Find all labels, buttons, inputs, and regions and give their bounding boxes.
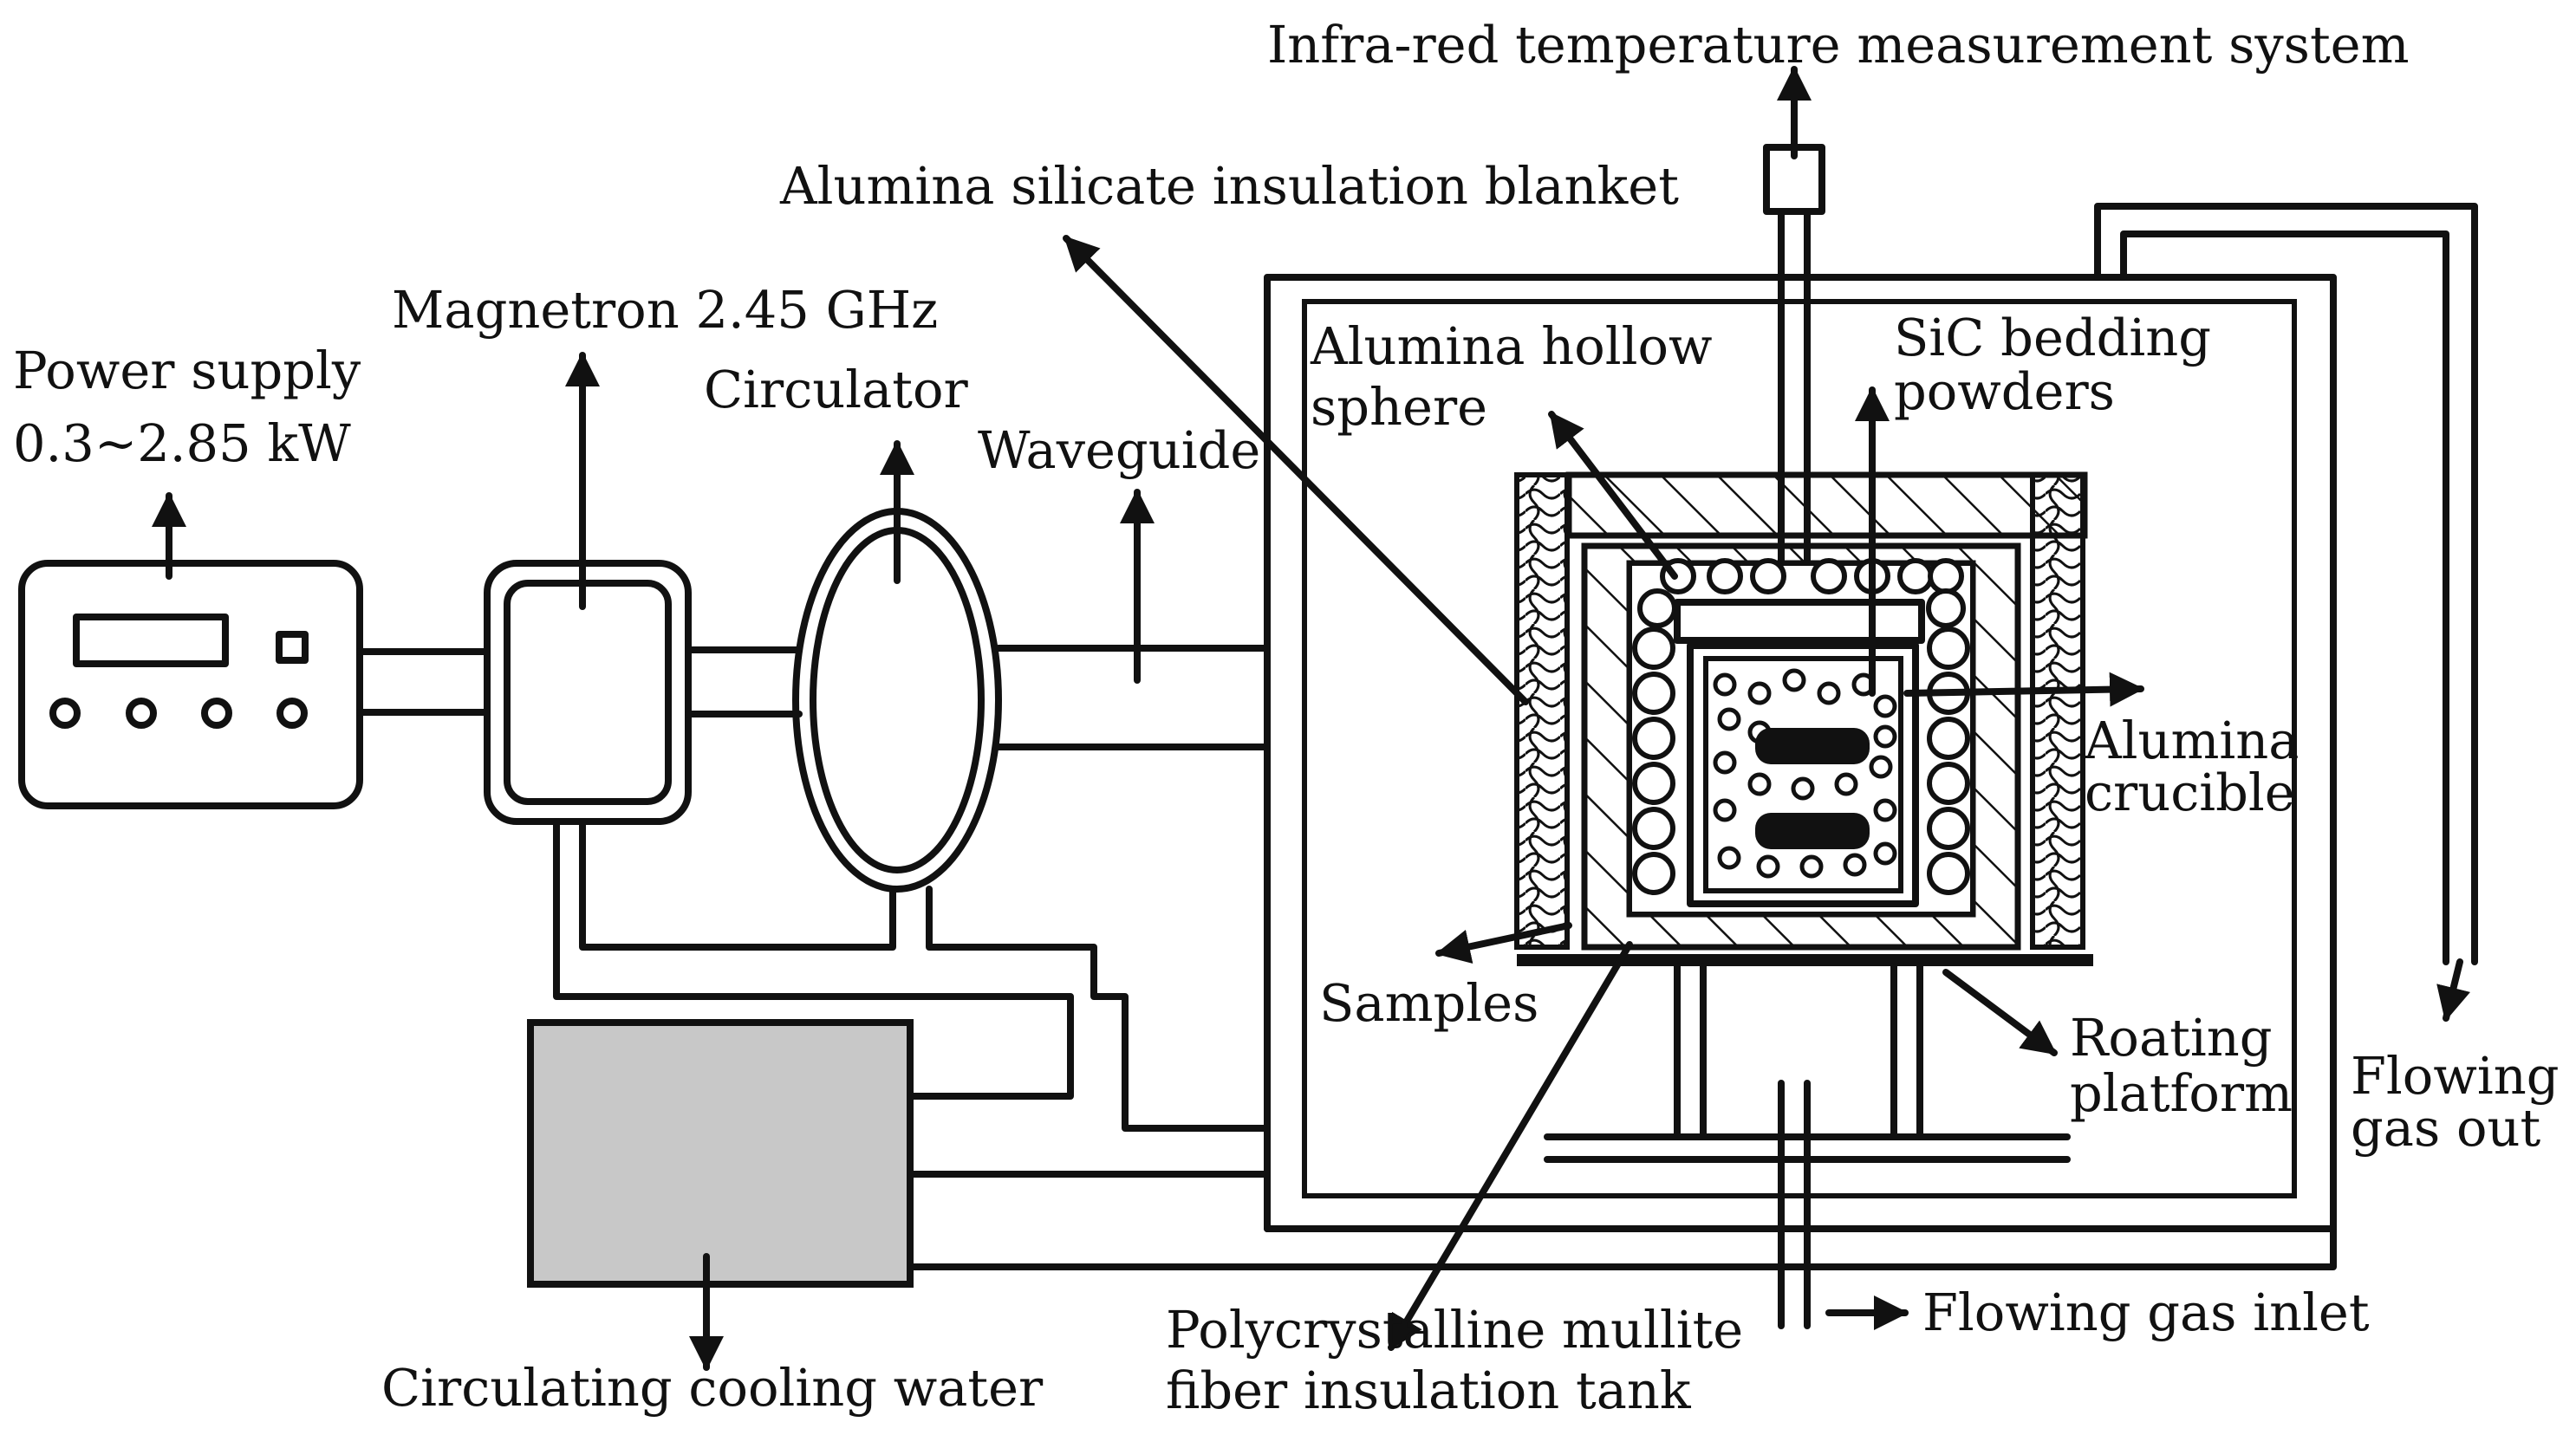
label-cooling-water: Circulating cooling water bbox=[381, 1358, 1044, 1418]
magnetron-unit bbox=[484, 352, 692, 825]
label-crucible-1: Alumina bbox=[2084, 711, 2299, 770]
rotating-platform bbox=[1517, 954, 2093, 1163]
crucible-lid bbox=[1674, 599, 1925, 644]
label-gas-out-2: gas out bbox=[2351, 1098, 2540, 1158]
label-platform-1: Roating bbox=[2070, 1008, 2272, 1068]
label-samples: Samples bbox=[1319, 973, 1538, 1033]
label-crucible-2: crucible bbox=[2085, 763, 2295, 822]
label-mullite-tank-1: Polycrystalline mullite bbox=[1166, 1300, 1743, 1360]
power-supply-unit bbox=[18, 492, 363, 809]
label-hollow-sphere-2: sphere bbox=[1311, 377, 1487, 437]
alumina-crucible bbox=[1687, 642, 1919, 907]
fiber-blanket-left bbox=[1514, 472, 1570, 950]
label-circulator: Circulator bbox=[704, 360, 969, 419]
label-infrared-system: Infra-red temperature measurement system bbox=[1267, 15, 2410, 75]
label-mullite-tank-2: fiber insulation tank bbox=[1166, 1360, 1692, 1420]
insulation-tank bbox=[1514, 471, 2088, 951]
sample-upper bbox=[1755, 728, 1870, 764]
label-gas-inlet: Flowing gas inlet bbox=[1922, 1282, 2370, 1342]
label-gas-out-1: Flowing bbox=[2351, 1046, 2559, 1106]
circulator-unit bbox=[792, 440, 1002, 893]
label-power-range: 0.3~2.85 kW bbox=[13, 413, 351, 473]
label-power-supply: Power supply bbox=[13, 341, 361, 400]
label-waveguide: Waveguide bbox=[978, 420, 1260, 480]
label-magnetron: Magnetron 2.45 GHz bbox=[392, 280, 938, 340]
label-sic-powders-2: powders bbox=[1894, 361, 2115, 421]
power-switch-icon bbox=[276, 631, 309, 664]
sample-lower bbox=[1755, 813, 1870, 849]
tank-lid bbox=[1565, 471, 2088, 539]
label-sic-powders-1: SiC bedding bbox=[1894, 308, 2211, 367]
leader-arrows bbox=[1063, 235, 2144, 1351]
label-platform-2: platform bbox=[2070, 1063, 2293, 1123]
label-insulation-blanket: Alumina silicate insulation blanket bbox=[779, 156, 1679, 216]
fiber-blanket-right bbox=[2030, 472, 2085, 950]
power-display bbox=[73, 614, 229, 667]
waveguide bbox=[995, 489, 1271, 750]
cooling-water-unit bbox=[527, 1019, 914, 1371]
label-hollow-sphere-1: Alumina hollow bbox=[1310, 316, 1713, 376]
